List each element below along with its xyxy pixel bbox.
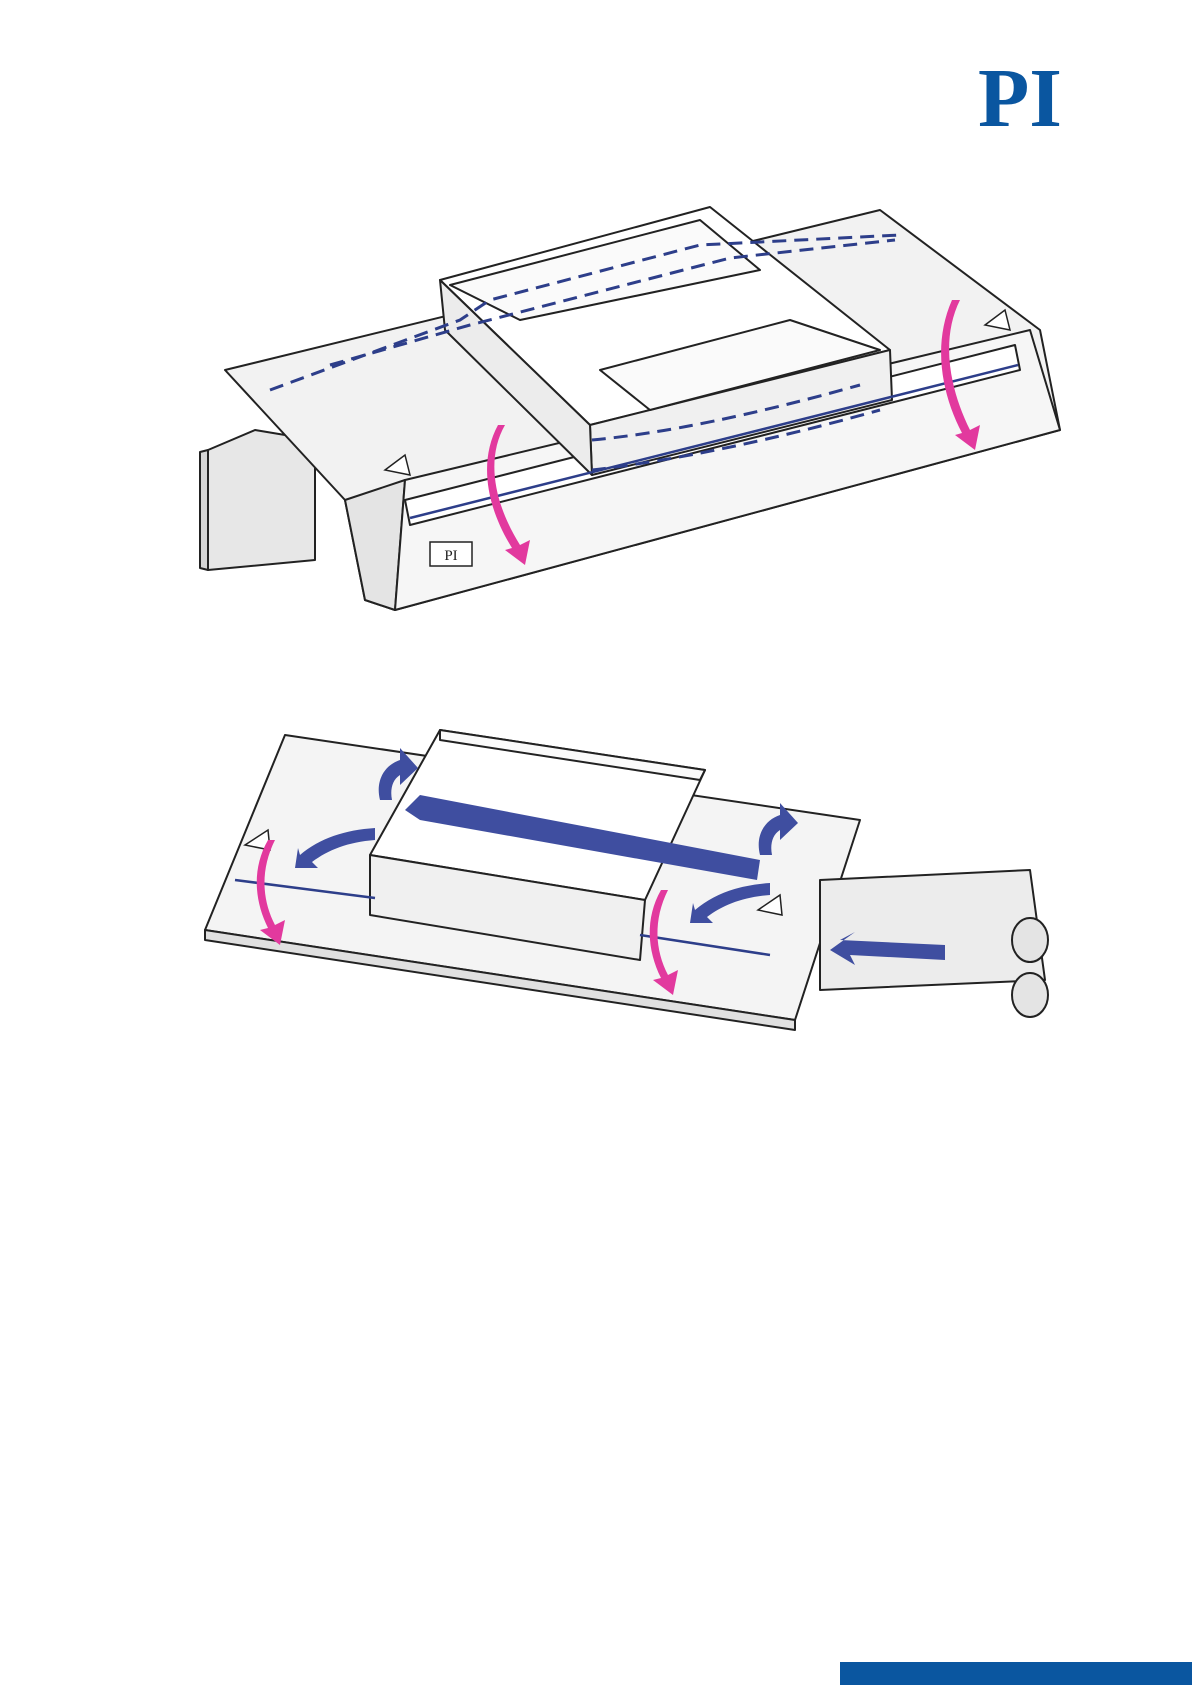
stage-motion-direction-view xyxy=(0,720,1192,1040)
footer-bar xyxy=(840,1662,1192,1685)
stage-cable-routing-top-view: PI xyxy=(0,190,1192,620)
rail-label-text: PI xyxy=(444,548,457,564)
pi-logo-text: PI xyxy=(978,64,1062,134)
pi-logo: PI xyxy=(978,64,1102,134)
